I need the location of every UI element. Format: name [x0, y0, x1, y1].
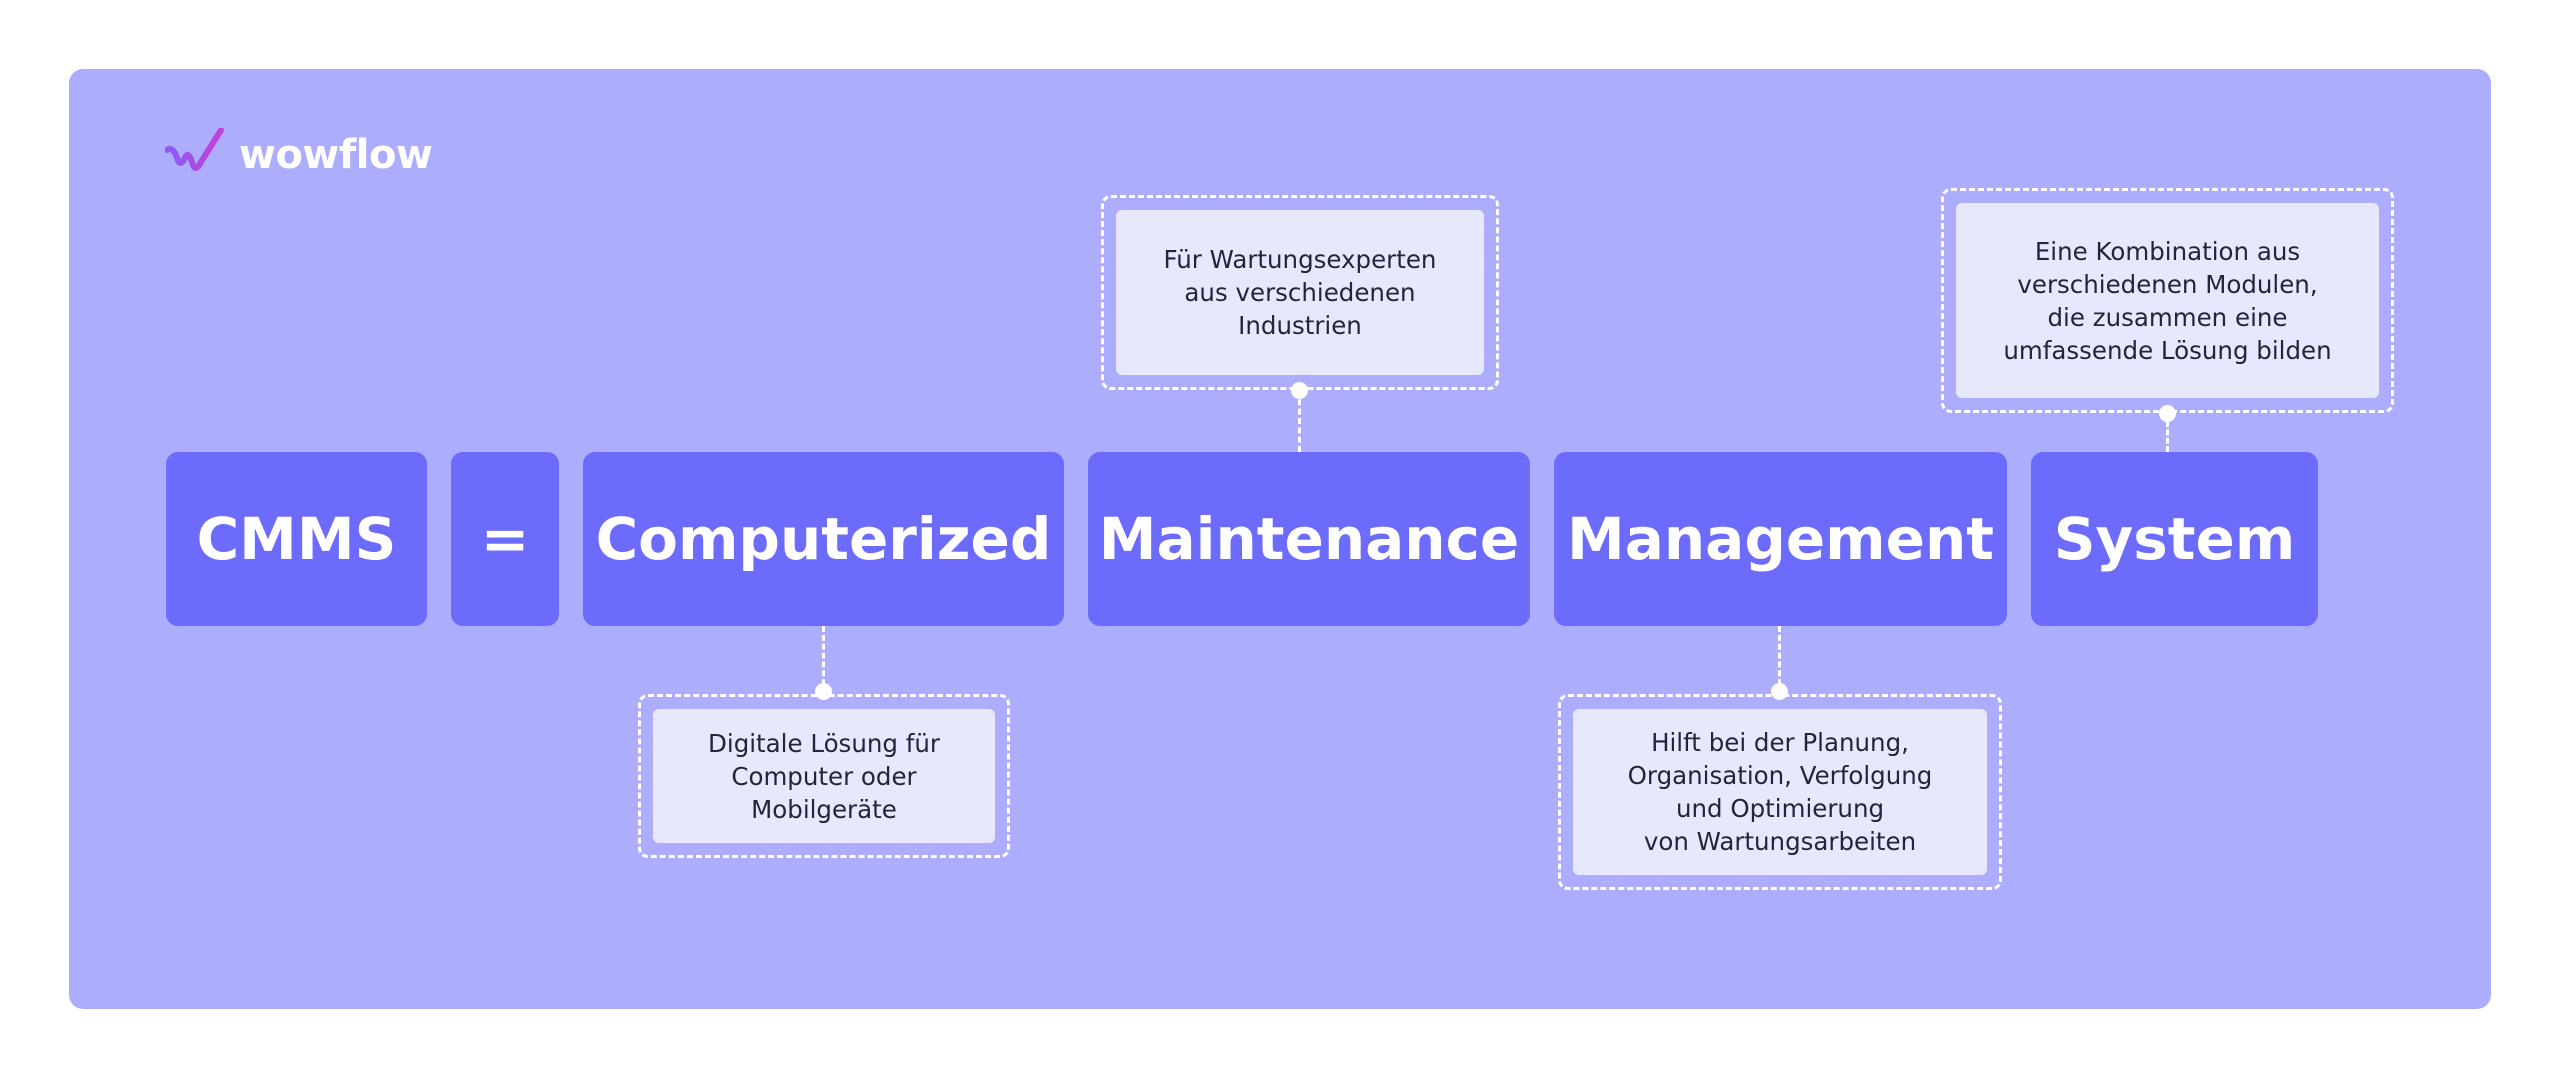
term-equals: =: [451, 452, 559, 626]
callout-maintenance: Für Wartungsexperten aus verschiedenen I…: [1101, 195, 1499, 390]
connector-system: [2166, 413, 2169, 452]
term-maintenance: Maintenance: [1088, 452, 1530, 626]
logo-text: wowflow: [239, 132, 433, 178]
wowflow-logo-icon: [165, 128, 224, 171]
term-computerized: Computerized: [583, 452, 1064, 626]
term-cmms: CMMS: [166, 452, 427, 626]
callout-management: Hilft bei der Planung, Organisation, Ver…: [1558, 694, 2002, 890]
callout-computerized-text: Digitale Lösung für Computer oder Mobilg…: [653, 709, 995, 843]
callout-management-text: Hilft bei der Planung, Organisation, Ver…: [1573, 709, 1987, 875]
logo: wowflow: [165, 128, 433, 182]
callout-maintenance-text: Für Wartungsexperten aus verschiedenen I…: [1116, 210, 1484, 375]
callout-computerized: Digitale Lösung für Computer oder Mobilg…: [638, 694, 1010, 858]
connector-dot-maintenance: [1291, 382, 1308, 399]
connector-dot-system: [2159, 405, 2176, 422]
callout-system-text: Eine Kombination aus verschiedenen Modul…: [1956, 203, 2379, 398]
callout-system: Eine Kombination aus verschiedenen Modul…: [1941, 188, 2394, 413]
term-management: Management: [1554, 452, 2007, 626]
connector-computerized: [822, 626, 825, 694]
term-system: System: [2031, 452, 2318, 626]
connector-management: [1778, 626, 1781, 694]
connector-maintenance: [1298, 390, 1301, 452]
